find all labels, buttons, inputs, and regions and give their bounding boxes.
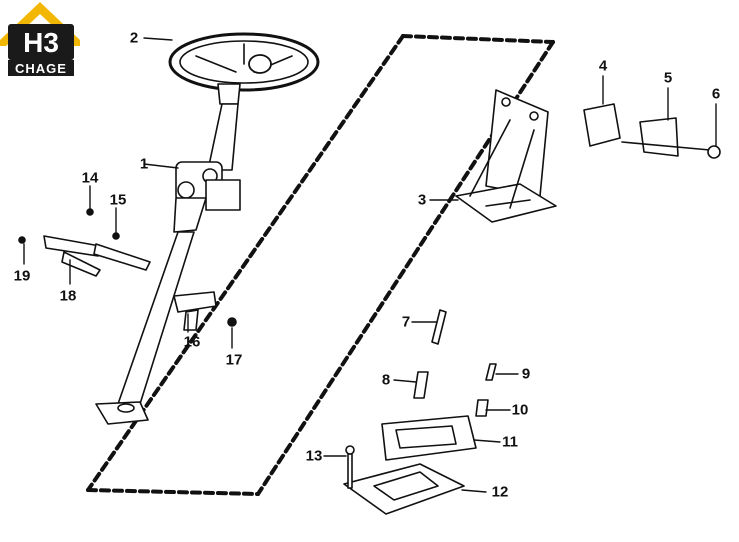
callout-4: 4 xyxy=(598,57,608,75)
callout-15: 15 xyxy=(109,191,127,209)
support-bracket xyxy=(455,89,721,223)
callout-3: 3 xyxy=(417,191,427,209)
callout-18: 18 xyxy=(59,287,77,305)
leader-lines xyxy=(23,37,717,493)
dashed-frame xyxy=(86,34,555,496)
callout-8: 8 xyxy=(381,371,391,389)
callout-11: 11 xyxy=(502,433,518,451)
callout-2: 2 xyxy=(129,29,139,47)
steering-column xyxy=(95,32,320,425)
callout-12: 12 xyxy=(491,483,509,501)
callout-5: 5 xyxy=(663,69,673,87)
logo-mark: H3 xyxy=(23,27,59,58)
logo-text: CHAGE xyxy=(15,61,67,76)
callout-13: 13 xyxy=(305,447,323,465)
clip-bracket xyxy=(173,291,237,331)
bracket-assembly-left xyxy=(18,208,151,277)
callout-6: 6 xyxy=(711,85,721,103)
callout-1: 1 xyxy=(139,155,149,173)
callout-9: 9 xyxy=(521,365,531,383)
callout-17: 17 xyxy=(225,351,243,369)
base-plate-assembly xyxy=(343,309,497,515)
brand-logo: H3 CHAGE xyxy=(0,2,80,76)
callout-16: 16 xyxy=(183,333,201,351)
callout-10: 10 xyxy=(511,401,529,419)
callout-19: 19 xyxy=(13,267,31,285)
callout-7: 7 xyxy=(401,313,411,331)
callout-14: 14 xyxy=(81,169,99,187)
